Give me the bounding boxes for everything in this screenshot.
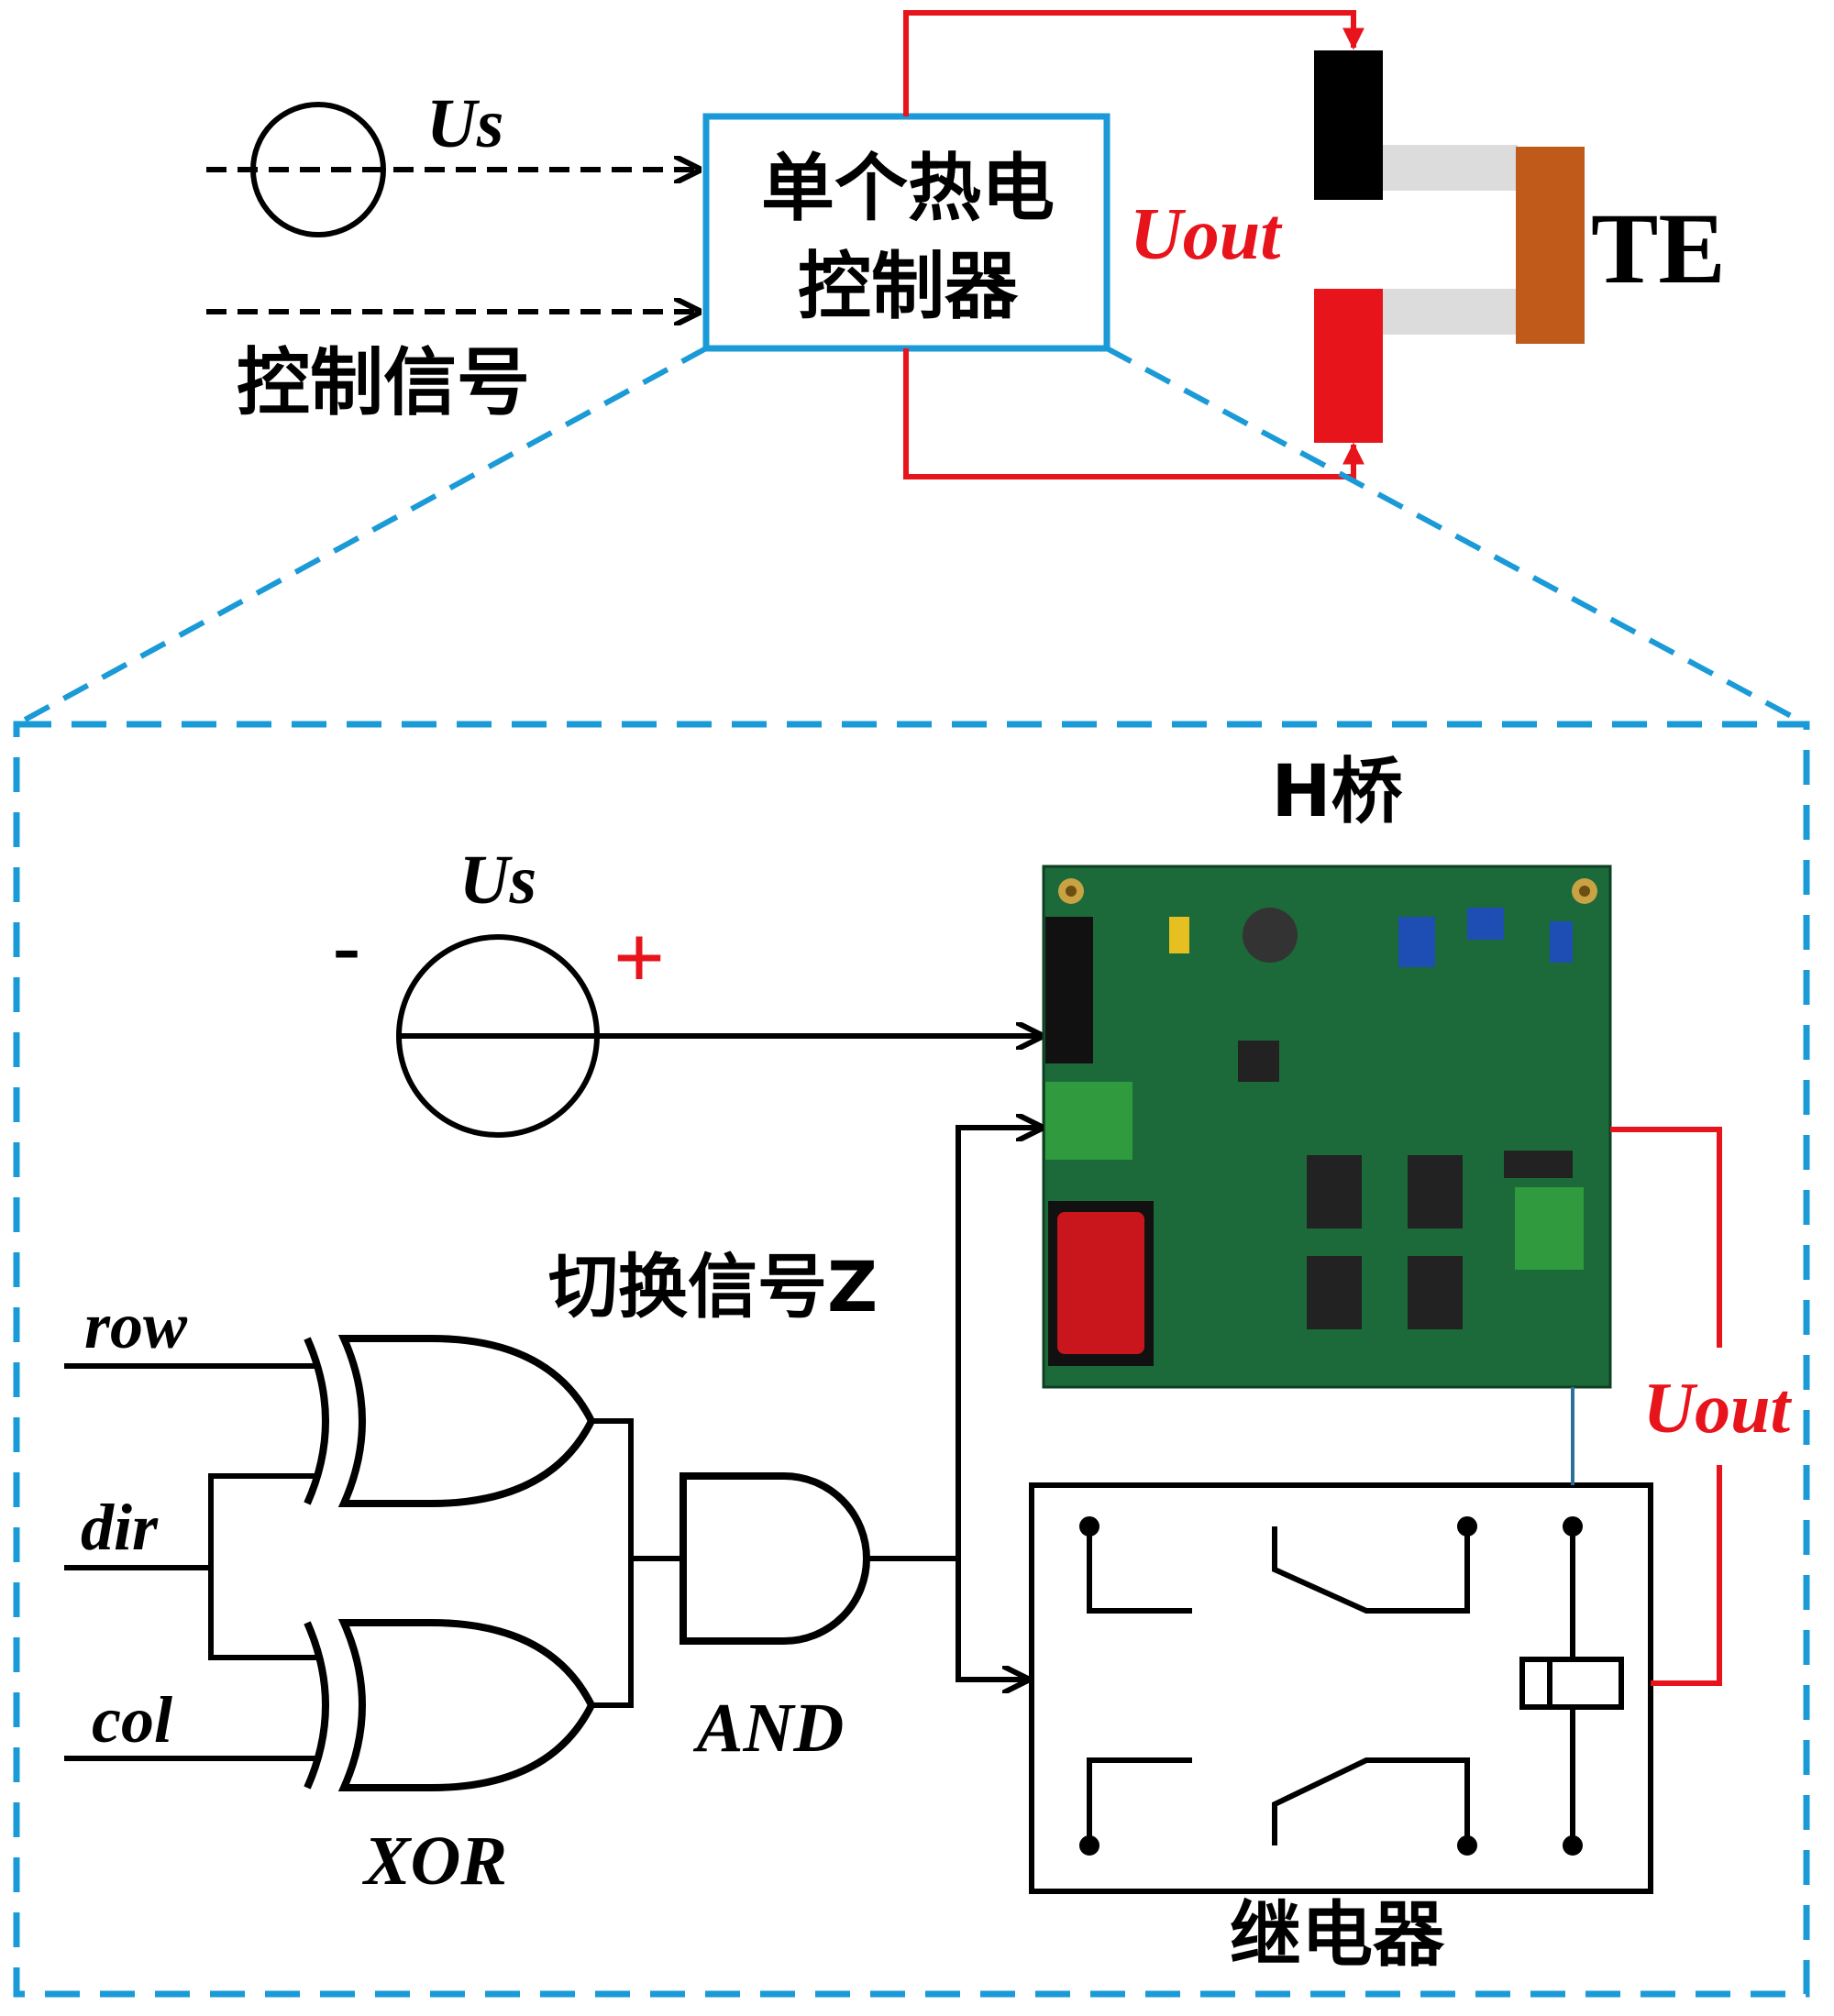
z-signal-to-relay xyxy=(956,1549,1027,1680)
zoom-line-right xyxy=(1105,346,1808,727)
thermoelectric-element-icon xyxy=(1314,50,1585,443)
and-gate-icon xyxy=(679,1472,870,1645)
te-label: TE xyxy=(1591,193,1726,304)
and-label: AND xyxy=(693,1690,844,1767)
controller-label-line1: 单个热电 xyxy=(761,146,1055,231)
controller-box xyxy=(702,113,1110,352)
xor-label: XOR xyxy=(362,1823,507,1900)
uout-label-bottom: Uout xyxy=(1643,1368,1793,1448)
us-label-bottom: Us xyxy=(459,842,536,919)
uout-wire-top xyxy=(903,10,1364,116)
xor-to-and-wire xyxy=(591,1418,634,1708)
switch-signal-label: 切换信号Z xyxy=(548,1246,878,1327)
dir-label: dir xyxy=(81,1491,159,1564)
us-label-top: Us xyxy=(426,85,503,162)
control-signal-label: 控制信号 xyxy=(237,340,530,425)
minus-sign: - xyxy=(333,901,360,992)
z-signal-to-hbridge xyxy=(956,1128,1041,1549)
uout-wire-right-lower xyxy=(1651,1465,1722,1686)
detail-panel-border xyxy=(13,721,1810,1998)
relay-label: 继电器 xyxy=(1230,1894,1445,1977)
hbridge-label: H桥 xyxy=(1271,751,1402,833)
xor-gate-icon-bottom xyxy=(304,1619,596,1791)
col-label: col xyxy=(92,1683,172,1757)
h-bridge-board-image xyxy=(1042,865,1612,1389)
plus-sign: + xyxy=(613,907,666,1008)
dir-branch xyxy=(208,1473,316,1660)
controller-label-line2: 控制器 xyxy=(798,244,1019,329)
relay-icon xyxy=(1029,1482,1653,1894)
uout-wire-right-upper xyxy=(1610,1127,1722,1348)
uout-wire-bottom xyxy=(903,348,1364,479)
row-label: row xyxy=(84,1289,188,1362)
xor-gate-icon-top xyxy=(304,1335,596,1507)
uout-label-top: Uout xyxy=(1130,194,1283,275)
